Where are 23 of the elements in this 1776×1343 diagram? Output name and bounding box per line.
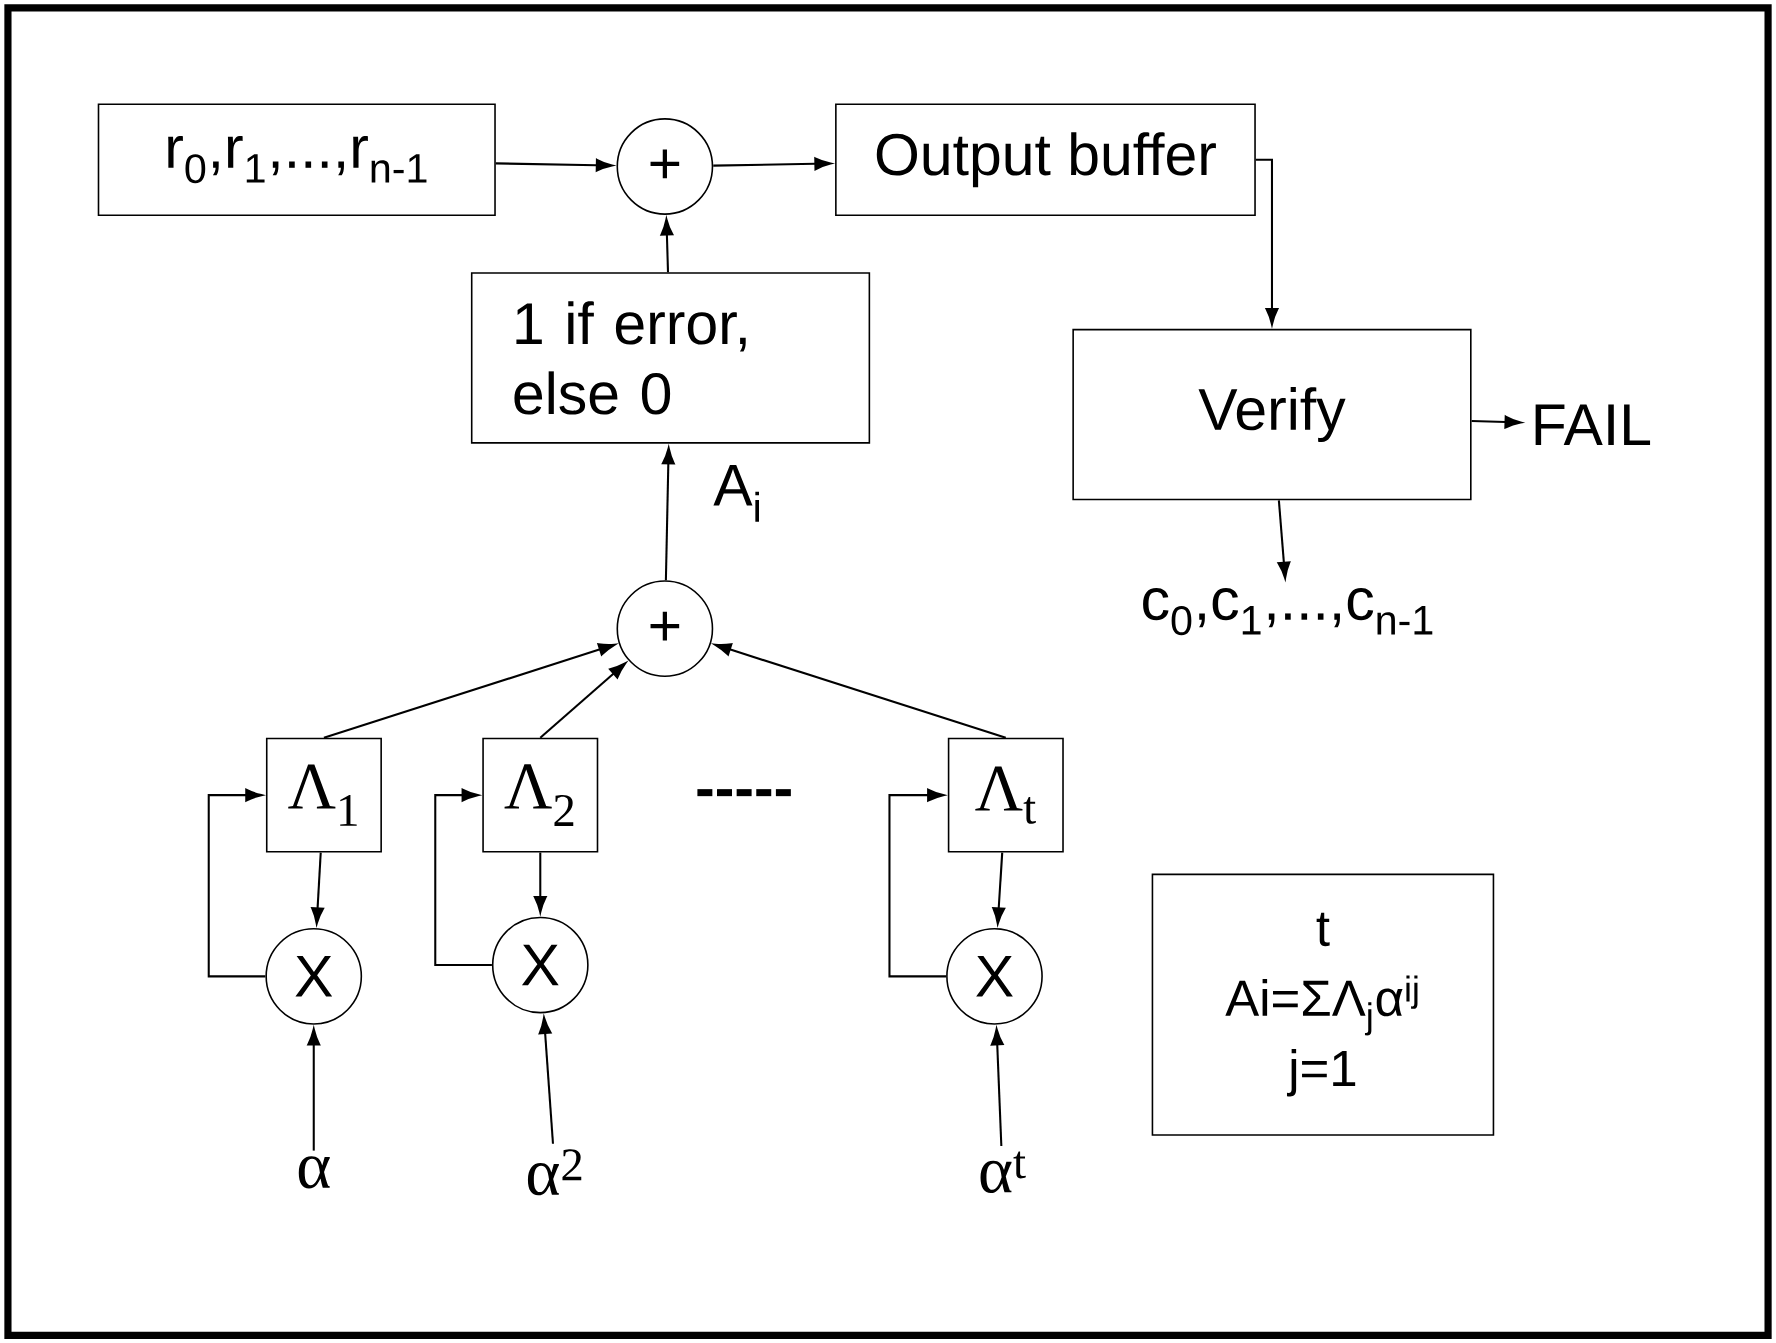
input-box: r$_{0}$,r$_{1}$,...,r$_{n-1}$ <box>97 103 496 216</box>
arrow <box>660 218 674 273</box>
input-label: α <box>298 1156 330 1189</box>
arrow <box>434 788 492 966</box>
arrow <box>307 1028 321 1151</box>
output-label: FAIL <box>1535 404 1651 445</box>
output-label: c$_{0}$,c$_{1}$,...,c$_{n-1}$ <box>1143 587 1433 636</box>
coefficient-box: Λ$_{1}$ <box>265 737 382 853</box>
coefficient-box: Λ$_{2}$ <box>482 737 599 853</box>
coefficient-box: Λ$_{t}$ <box>947 737 1064 853</box>
arrow <box>888 788 947 978</box>
arrow <box>661 447 675 581</box>
input-label: α$^{t}$ <box>980 1151 1026 1193</box>
ellipsis-label: ----- <box>697 789 791 796</box>
arrow <box>207 788 266 978</box>
arrow <box>1255 158 1279 326</box>
formula-box: t Ai=ΣΛ$_{j}$α$^{ij}$ j=1 <box>1151 873 1495 1136</box>
arrow <box>538 1016 554 1144</box>
process-box: 1 if error, else 0 <box>470 272 871 444</box>
edge-label: A$_{i}$ <box>710 461 766 525</box>
process-box: Verify <box>1072 328 1472 501</box>
buffer-box: Output buffer <box>835 103 1256 216</box>
input-label: α$^{2}$ <box>527 1149 582 1196</box>
